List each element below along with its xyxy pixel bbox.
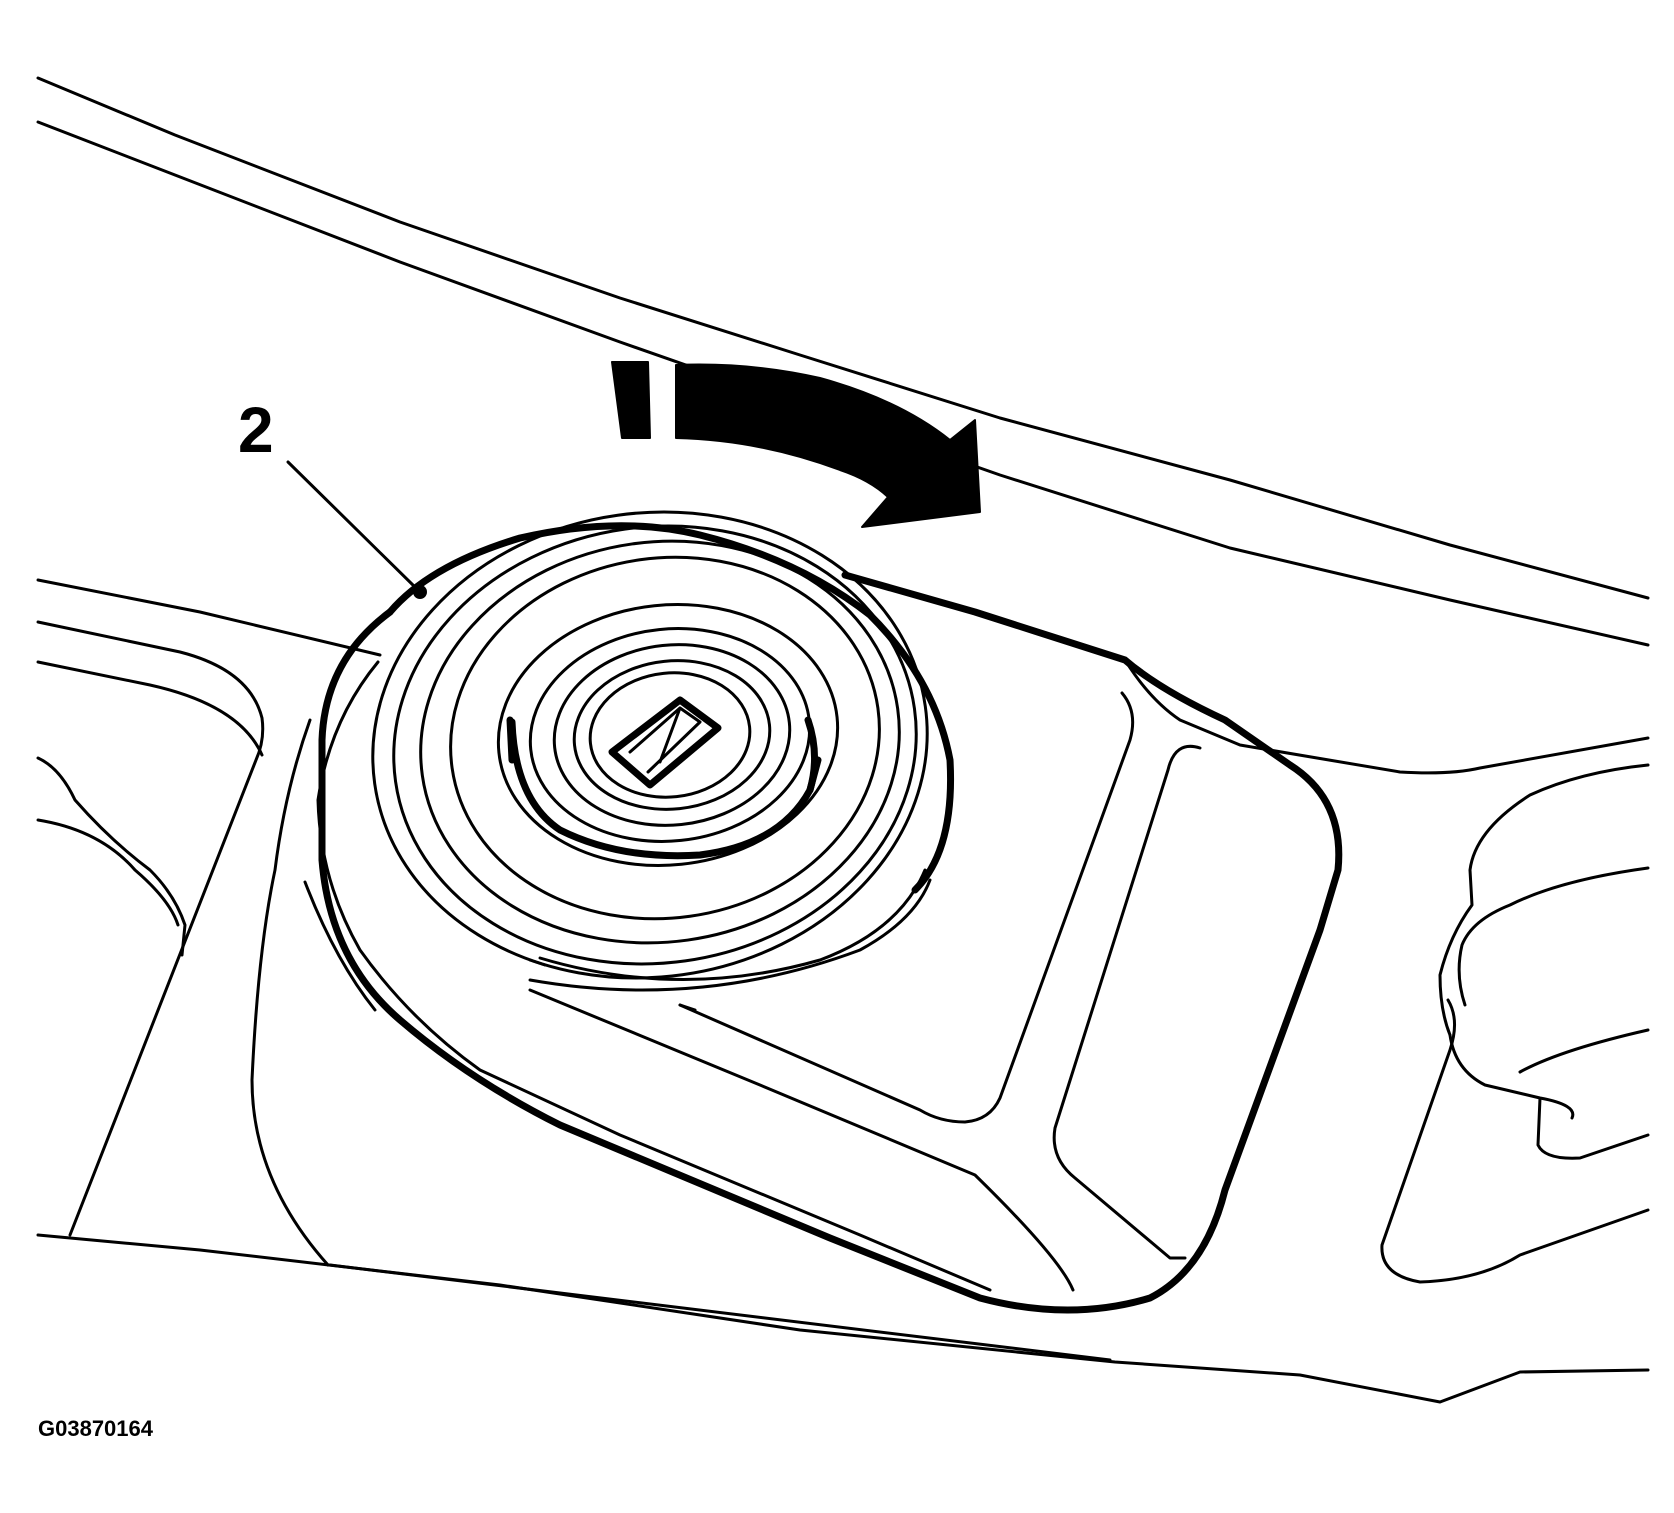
socket-ring-3 xyxy=(528,627,812,843)
figure-id: G03870164 xyxy=(38,1416,153,1441)
left-frame-inner-curve-1 xyxy=(36,756,187,957)
right-bracket-tab xyxy=(1448,1033,1650,1160)
socket-ring-5 xyxy=(572,659,772,811)
socket-ring-right-edge xyxy=(806,756,822,794)
right-face-lip-2 xyxy=(678,1003,697,1012)
left-frame-upper-contour xyxy=(36,620,265,1237)
mount-body-left-wall xyxy=(250,718,330,1267)
right-face-rib-1 xyxy=(678,691,1135,1124)
bottom-edge xyxy=(36,1233,1650,1404)
cap-rings xyxy=(371,510,955,992)
right-bracket-outer xyxy=(1438,763,1650,1037)
right-bracket-lower xyxy=(1380,998,1650,1284)
right-bracket xyxy=(1380,763,1650,1284)
cap-lower-arc-2 xyxy=(528,878,932,992)
cap-lower-arc-1 xyxy=(538,868,927,981)
right-face-top-edge xyxy=(1123,658,1650,775)
bottom-edge-fold xyxy=(328,1263,1112,1362)
socket-ring-4 xyxy=(552,643,792,827)
cap-ring-1 xyxy=(371,510,929,980)
callout-leader-line xyxy=(286,460,420,592)
inner-socket xyxy=(496,602,840,868)
right-face-rib-2 xyxy=(1052,744,1202,1260)
socket-ring-outer xyxy=(496,602,840,868)
callout-label-2: 2 xyxy=(238,394,274,466)
socket-ring-6 xyxy=(588,671,752,799)
mount-body-left-fold xyxy=(303,880,377,1012)
rotation-arrow-tail-icon xyxy=(611,361,651,439)
cap-ring-2 xyxy=(392,524,918,966)
right-face-flange xyxy=(528,988,1075,1292)
left-frame xyxy=(36,578,382,1237)
adjuster-slot xyxy=(608,696,722,789)
bottom-edge-line xyxy=(36,1233,1650,1404)
mount-right-face xyxy=(528,658,1650,1292)
mount-body-inner-outline xyxy=(316,660,992,1292)
left-frame-top-line xyxy=(36,578,382,657)
right-bracket-inner xyxy=(1518,1028,1650,1074)
right-bracket-mid xyxy=(1457,866,1650,1007)
cap-ring-3 xyxy=(419,539,901,945)
rotation-arrow-icon xyxy=(675,363,981,528)
socket-ring-left-edge xyxy=(506,716,516,764)
cap-ring-4 xyxy=(449,555,881,921)
upper-edge-line-2 xyxy=(36,120,1650,647)
leader-dot-icon xyxy=(413,585,427,599)
left-frame-lower-contour xyxy=(36,660,264,757)
adjuster-slot-diagonal xyxy=(658,706,682,764)
left-frame-inner-curve-2 xyxy=(36,818,180,927)
upper-edge-line-1 xyxy=(36,76,1650,600)
upper-edge-lines xyxy=(36,76,1650,647)
adjuster-slot-outline xyxy=(608,696,722,789)
mount-body-outline xyxy=(318,571,1343,1314)
adjuster-slot-inner xyxy=(628,706,702,774)
